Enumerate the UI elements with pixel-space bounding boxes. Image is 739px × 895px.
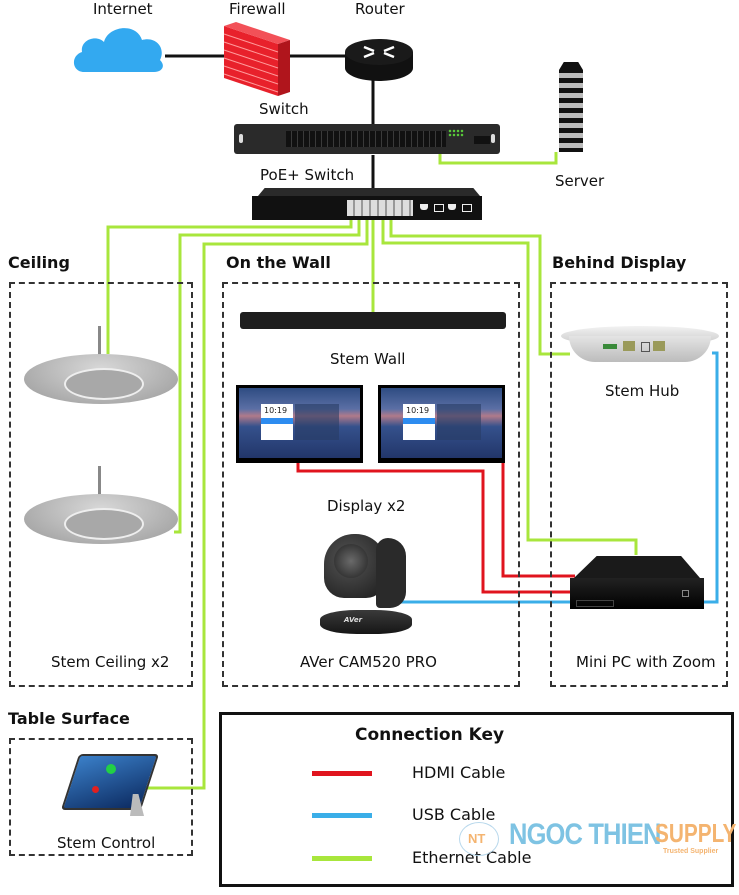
stem-ceiling-label: Stem Ceiling x2 bbox=[51, 653, 170, 671]
switch-device bbox=[234, 124, 500, 154]
stem-control-label: Stem Control bbox=[57, 834, 156, 852]
stem-hub-device bbox=[561, 326, 719, 366]
zone-title-wall: On the Wall bbox=[226, 253, 331, 272]
zone-ceiling bbox=[9, 282, 193, 687]
wire-poe-ceiling1 bbox=[106, 216, 353, 354]
wire-poe-ceiling2 bbox=[174, 216, 361, 534]
internet-label: Internet bbox=[93, 0, 153, 18]
firewall-icon bbox=[223, 22, 290, 96]
stem-wall-device bbox=[240, 312, 506, 329]
key-label-hdmi: HDMI Cable bbox=[412, 763, 506, 782]
poe-switch-device bbox=[252, 188, 482, 222]
key-title: Connection Key bbox=[355, 725, 505, 745]
zone-title-ceiling: Ceiling bbox=[8, 253, 70, 272]
router-icon bbox=[345, 39, 413, 81]
mini-pc-label: Mini PC with Zoom bbox=[576, 653, 716, 671]
key-swatch-hdmi bbox=[312, 771, 372, 776]
key-swatch-usb bbox=[312, 813, 372, 818]
wire-hub-minipc bbox=[702, 351, 719, 604]
server-label: Server bbox=[555, 172, 605, 190]
zone-title-behind-display: Behind Display bbox=[552, 253, 687, 272]
zone-behind-display bbox=[550, 282, 728, 687]
mini-pc-device bbox=[570, 556, 704, 609]
display-1-time: 10:19 bbox=[264, 406, 288, 415]
watermark-tagline: Trusted Supplier bbox=[663, 848, 719, 855]
switch-label: Switch bbox=[259, 100, 309, 118]
wire-poe-control bbox=[140, 216, 369, 790]
router-label: Router bbox=[355, 0, 405, 18]
display-label: Display x2 bbox=[327, 497, 406, 515]
camera-label: AVer CAM520 PRO bbox=[300, 653, 437, 671]
stem-wall-label: Stem Wall bbox=[330, 350, 406, 368]
wire-display1-minipc bbox=[296, 462, 575, 594]
key-label-usb: USB Cable bbox=[412, 805, 496, 824]
wire-poe-minipc bbox=[381, 216, 638, 555]
display-1: 10:19 bbox=[236, 385, 363, 463]
watermark-logo-icon: NT bbox=[459, 822, 499, 856]
camera-brand: AVer bbox=[344, 616, 363, 624]
zone-wall bbox=[222, 282, 520, 687]
key-label-ethernet: Ethernet Cable bbox=[412, 848, 532, 867]
switch-ports bbox=[286, 131, 446, 147]
server-icon bbox=[556, 62, 586, 152]
switch-leds bbox=[448, 129, 464, 137]
cloud-icon bbox=[73, 28, 163, 72]
poe-switch-label: PoE+ Switch bbox=[260, 166, 355, 184]
display-2: 10:19 bbox=[378, 385, 505, 463]
connection-key: Connection Key HDMI Cable USB Cable Ethe… bbox=[219, 712, 734, 887]
wire-switch-server bbox=[438, 150, 558, 165]
stem-control-device bbox=[60, 750, 160, 820]
zone-table bbox=[9, 738, 193, 856]
poe-ports bbox=[347, 200, 413, 216]
stem-ceiling-2 bbox=[24, 466, 178, 546]
zone-title-table: Table Surface bbox=[8, 709, 130, 728]
firewall-label: Firewall bbox=[229, 0, 286, 18]
watermark-suffix: SUPPLY bbox=[655, 818, 737, 848]
key-swatch-ethernet bbox=[312, 856, 372, 861]
display-2-time: 10:19 bbox=[406, 406, 430, 415]
camera-device: AVer bbox=[318, 534, 414, 638]
stem-ceiling-1 bbox=[24, 326, 178, 406]
watermark-brand: NGOC THIEN bbox=[509, 818, 661, 851]
stem-hub-label: Stem Hub bbox=[605, 382, 680, 400]
